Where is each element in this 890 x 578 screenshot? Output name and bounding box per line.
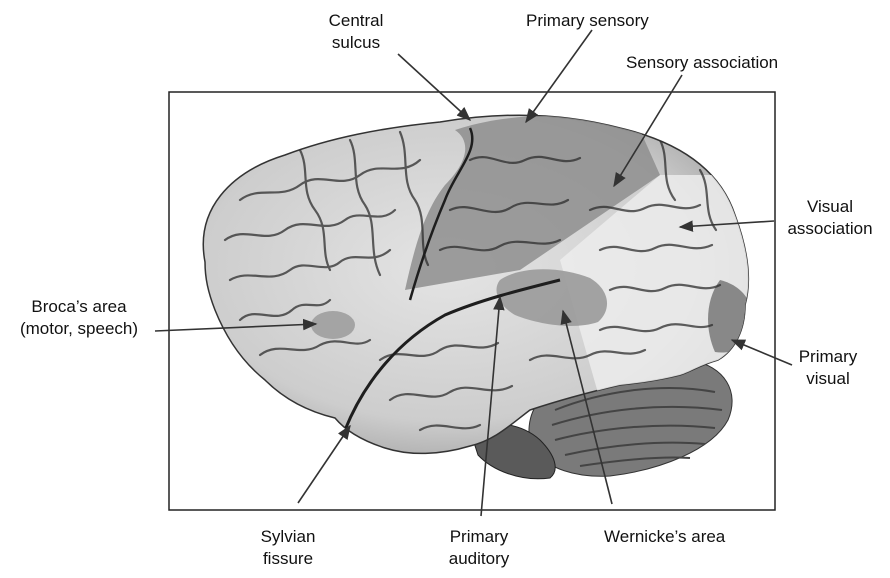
central-sulcus-arrow bbox=[398, 54, 470, 120]
label-visual-association: Visual association bbox=[774, 196, 886, 240]
label-primary-auditory: Primary auditory bbox=[436, 526, 522, 570]
label-sylvian-fissure: Sylvian fissure bbox=[248, 526, 328, 570]
label-central-sulcus: Central sulcus bbox=[316, 10, 396, 54]
label-brocas-area: Broca’s area (motor, speech) bbox=[4, 296, 154, 340]
label-primary-sensory: Primary sensory bbox=[526, 10, 649, 32]
primary-sensory-arrow bbox=[526, 30, 592, 122]
label-sensory-association: Sensory association bbox=[626, 52, 778, 74]
label-primary-visual: Primary visual bbox=[790, 346, 866, 390]
label-wernickes-area: Wernicke’s area bbox=[604, 526, 725, 548]
sylvian-fissure-arrow bbox=[298, 426, 350, 503]
primary-visual-arrow bbox=[732, 340, 792, 365]
